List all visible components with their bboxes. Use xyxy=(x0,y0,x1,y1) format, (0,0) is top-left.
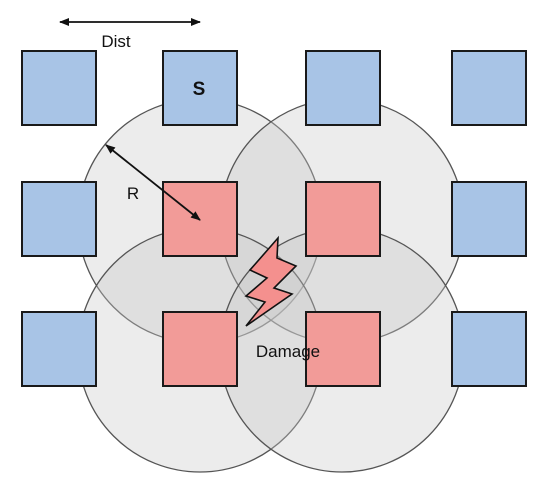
intact-node xyxy=(305,50,381,126)
intact-node xyxy=(162,50,238,126)
damaged-node xyxy=(305,181,381,257)
radius-label: R xyxy=(127,184,139,203)
damaged-node xyxy=(305,311,381,387)
lightning-bolt-icon xyxy=(244,235,298,327)
damage-label: Damage xyxy=(256,342,320,361)
intact-node xyxy=(21,181,97,257)
intact-node xyxy=(451,181,527,257)
intact-node xyxy=(21,50,97,126)
damaged-node xyxy=(162,311,238,387)
intact-node xyxy=(451,50,527,126)
intact-node xyxy=(451,311,527,387)
radius-arrow xyxy=(105,144,201,221)
intact-node xyxy=(21,311,97,387)
source-label: S xyxy=(193,79,206,100)
dist-label: Dist xyxy=(101,32,131,51)
node-grid xyxy=(21,50,527,387)
